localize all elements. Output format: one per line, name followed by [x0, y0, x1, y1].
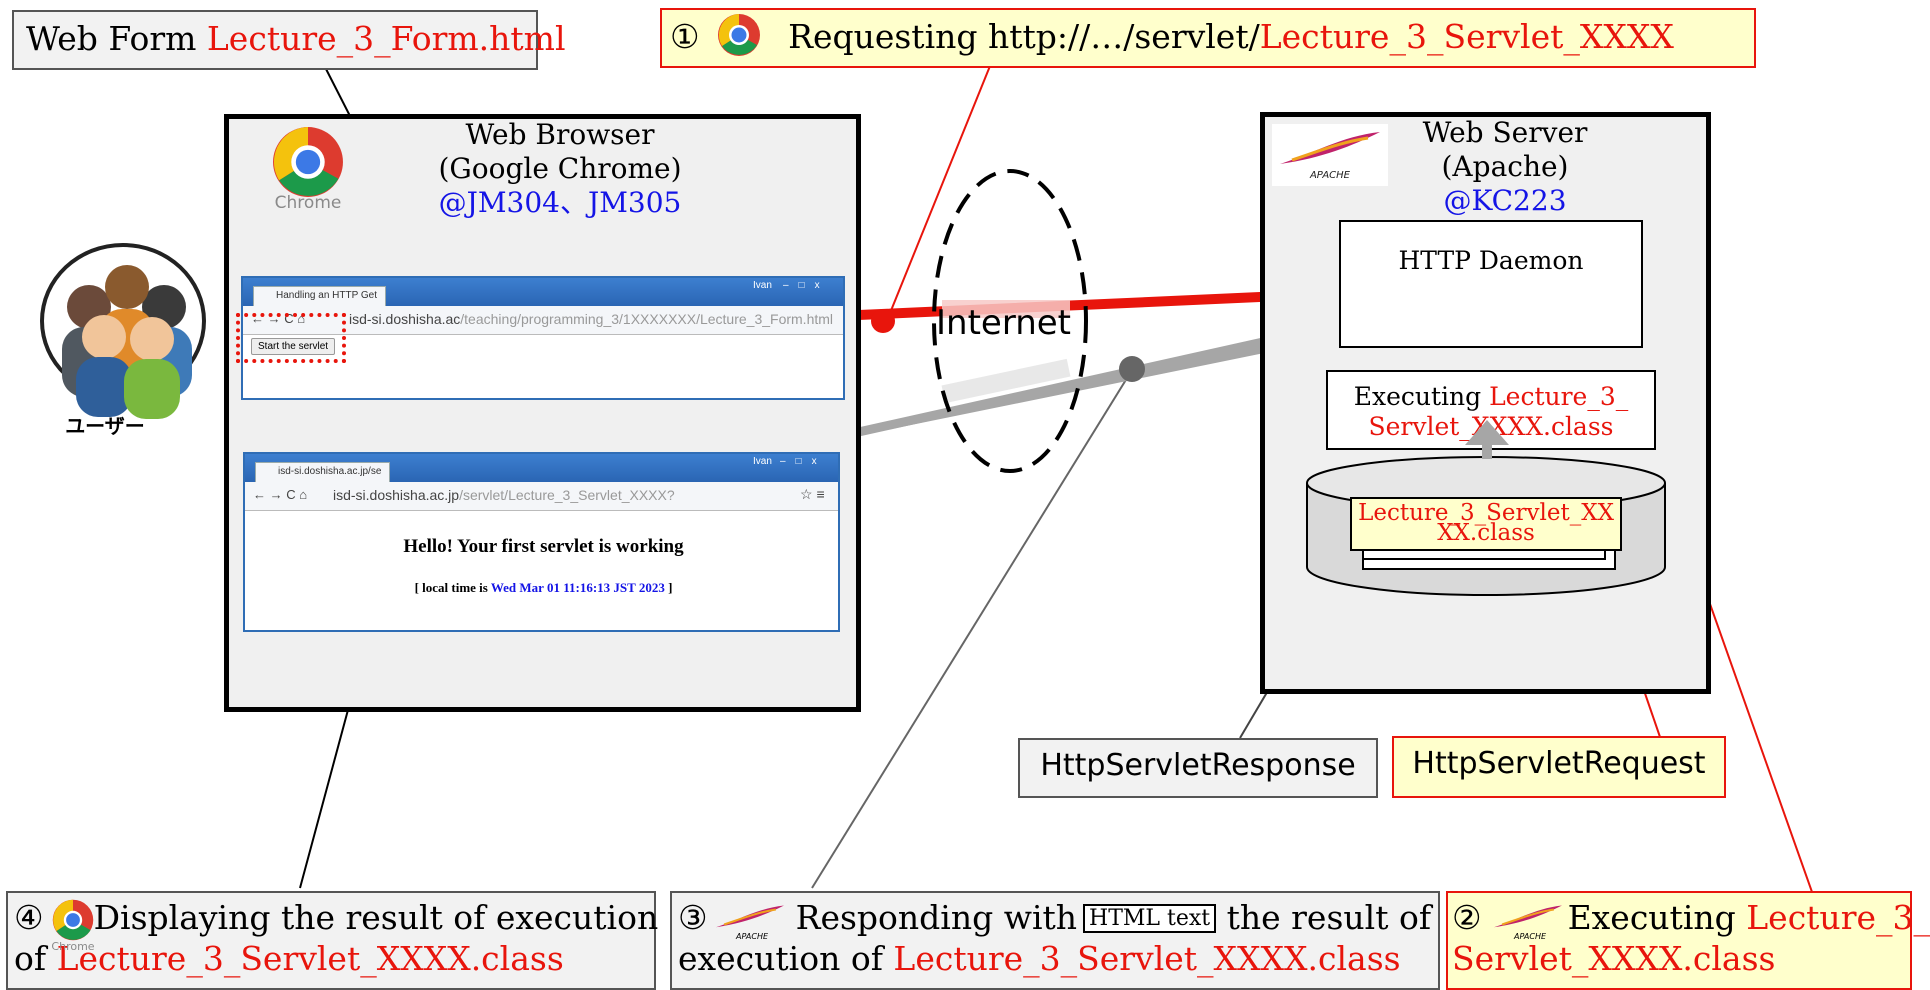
browser-window-result: isd-si.doshisha.ac.jp/se Ivan –□x ← → C …	[243, 452, 840, 632]
window-user: Ivan	[753, 456, 772, 467]
window-titlebar: Handling an HTTP Get Ivan –□x	[243, 278, 843, 306]
step-2-number: ②	[1452, 898, 1482, 937]
respond-text2: the result of	[1216, 898, 1432, 937]
request-servlet-name: Lecture_3_Servlet_XXXX	[1259, 17, 1674, 56]
window-user: Ivan	[753, 280, 772, 291]
step-3-number: ③	[678, 898, 708, 937]
request-callout: ① Requesting http://…/servlet/Lecture_3_…	[660, 8, 1756, 68]
respond-apache-caption: APACHE	[735, 932, 769, 941]
step-1-number: ①	[670, 17, 700, 56]
respond-callout-line	[811, 369, 1133, 889]
respond-line2-class: Lecture_3_Servlet_XXXX.class	[893, 939, 1401, 979]
display-line1: Displaying the result of execution	[93, 898, 659, 937]
apache-logo-caption: APACHE	[1309, 170, 1351, 181]
window-controls[interactable]: –□x	[780, 456, 827, 467]
url-path: /servlet/Lecture_3_Servlet_XXXX?	[459, 487, 675, 503]
apache-icon	[1488, 900, 1568, 940]
chrome-logo-caption: Chrome	[274, 193, 342, 213]
browser-title-line1: Web Browser	[465, 118, 655, 151]
chrome-logo-icon	[270, 124, 346, 216]
chrome-icon	[50, 897, 100, 947]
server-location: @KC223	[1443, 184, 1567, 217]
request-dot	[871, 309, 895, 333]
response-arrow-shaft	[799, 321, 1336, 450]
users-avatar	[40, 243, 206, 419]
display-line2-prefix: of	[14, 939, 57, 979]
executing-prefix: Executing	[1353, 382, 1490, 411]
web-form-label: Web Form Lecture_3_Form.html	[12, 10, 566, 70]
request-text: Requesting http://…/servlet/	[788, 17, 1260, 56]
server-title-line2: (Apache)	[1441, 150, 1569, 183]
time-prefix: [ local time is	[414, 580, 491, 595]
time-suffix: ]	[664, 580, 673, 595]
html-text-badge: HTML text	[1083, 904, 1217, 933]
apache-icon	[710, 900, 790, 940]
start-servlet-button[interactable]: Start the servlet	[251, 338, 336, 355]
internet-fade-gray	[941, 358, 1071, 404]
server-title: Web Server (Apache) @KC223	[1390, 116, 1620, 218]
url-path: /teaching/programming_3/1XXXXXXX/Lecture…	[460, 311, 834, 327]
window-titlebar: isd-si.doshisha.ac.jp/se Ivan –□x	[245, 454, 838, 482]
star-icon[interactable]: ☆ ≡	[800, 486, 825, 502]
window-controls[interactable]: –□x	[783, 280, 830, 291]
apache-logo-icon	[1272, 124, 1388, 186]
class-file: Lecture_3_Servlet_XX XX.class	[1350, 497, 1622, 551]
window-tab[interactable]: isd-si.doshisha.ac.jp/se	[255, 462, 391, 482]
execute-apache-caption: APACHE	[1513, 932, 1547, 941]
internet-label: Internet	[936, 303, 1072, 343]
display-callout: ④ Displaying the result of execution of L…	[6, 891, 659, 990]
button-highlight	[236, 313, 346, 363]
url-host: isd-si.doshisha.ac	[349, 311, 461, 327]
address-bar[interactable]: ← → C ⌂ isd-si.doshisha.ac.jp/servlet/Le…	[245, 482, 838, 511]
display-line2-class: Lecture_3_Servlet_XXXX.class	[56, 939, 564, 979]
http-daemon-box: HTTP Daemon	[1339, 220, 1643, 348]
display-chrome-caption: Chrome	[51, 940, 95, 953]
executing-box: Executing Lecture_3_ Servlet_XXXX.class	[1326, 370, 1656, 450]
executing-class-1: Lecture_3_	[1489, 382, 1629, 411]
result-time-line: [ local time is Wed Mar 01 11:16:13 JST …	[245, 580, 842, 596]
internet-fade-red	[942, 300, 1070, 318]
respond-text1: Responding with	[795, 898, 1078, 937]
internet-ellipse	[932, 169, 1088, 473]
http-daemon-label: HTTP Daemon	[1398, 246, 1584, 275]
response-dot	[1119, 356, 1145, 382]
request-callout-line	[887, 65, 991, 319]
web-form-prefix: Web Form	[26, 19, 207, 58]
local-time: Wed Mar 01 11:16:13 JST 2023	[490, 580, 665, 595]
user-label: ユーザー	[65, 414, 145, 438]
execute-text: Executing	[1567, 898, 1747, 937]
window-tab[interactable]: Handling an HTTP Get	[253, 286, 386, 306]
http-servlet-response: HttpServletResponse	[1018, 738, 1378, 798]
chrome-icon	[714, 12, 764, 64]
http-servlet-request: HttpServletRequest	[1392, 736, 1726, 798]
execute-callout: ② Executing Lecture_3_ Servlet_XXXX.class	[1446, 891, 1930, 990]
class-file-line2: XX.class	[1437, 520, 1535, 546]
server-title-line1: Web Server	[1422, 116, 1588, 149]
respond-line2-prefix: execution of	[678, 939, 894, 979]
url-host: isd-si.doshisha.ac.jp	[333, 487, 460, 503]
class-file-line1: Lecture_3_Servlet_XX	[1358, 500, 1614, 526]
browser-title: Web Browser (Google Chrome) @JM304、JM305	[400, 118, 720, 220]
web-form-file: Lecture_3_Form.html	[206, 19, 566, 58]
step-4-number: ④	[14, 898, 44, 937]
browser-title-line2: (Google Chrome)	[438, 152, 682, 185]
execute-class-1: Lecture_3_	[1746, 898, 1930, 937]
result-heading: Hello! Your first servlet is working	[403, 536, 684, 557]
execute-class-2: Servlet_XXXX.class	[1452, 939, 1776, 979]
nav-icons[interactable]: ← → C ⌂	[253, 487, 308, 502]
browser-location: @JM304、JM305	[438, 186, 682, 219]
